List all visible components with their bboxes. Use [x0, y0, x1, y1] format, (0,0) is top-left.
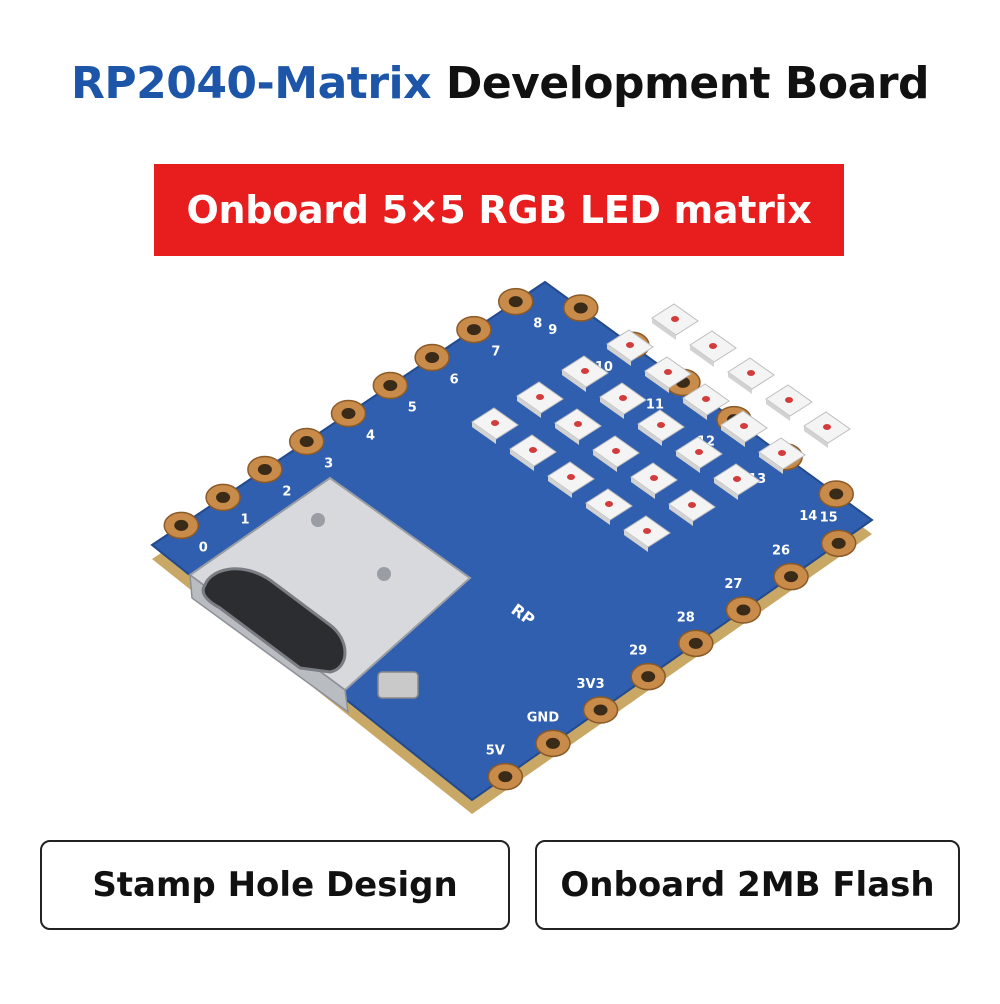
usb-c-mount-hole — [311, 513, 325, 527]
rgb-led — [713, 463, 761, 500]
stamp-hole-pads — [163, 287, 857, 791]
usb-c-solder-tab — [377, 671, 419, 699]
rgb-led — [668, 489, 716, 526]
rgb-led — [630, 462, 678, 499]
stamp-hole-pad — [818, 480, 854, 508]
pin-silkscreen-labels: 012345678910111213145VGND3V32928272615RP — [199, 317, 838, 759]
stamp-hole-pad — [535, 729, 571, 758]
stamp-hole-pad — [487, 762, 524, 791]
rgb-led — [554, 408, 602, 445]
stamp-hole-pad — [372, 371, 409, 400]
stamp-hole-pad — [205, 483, 241, 512]
pin-label: 3 — [324, 456, 333, 471]
pin-label: 26 — [772, 544, 790, 559]
stamp-hole-pad — [247, 455, 283, 484]
rgb-led — [585, 488, 633, 525]
rgb-led — [547, 461, 595, 498]
pin-label: 1 — [241, 512, 250, 527]
rgb-led — [509, 434, 557, 471]
rgb-led — [592, 435, 640, 472]
stamp-hole-pad — [288, 427, 325, 456]
feature-stamp-hole: Stamp Hole Design — [40, 840, 510, 930]
rgb-led — [758, 437, 806, 474]
title-descriptor: Development Board — [445, 58, 930, 109]
feature-banner: Onboard 5×5 RGB LED matrix — [154, 164, 844, 256]
rgb-led — [675, 436, 723, 473]
pin-label: 11 — [646, 397, 664, 412]
rgb-led — [471, 407, 519, 444]
pin-label: GND — [527, 710, 560, 725]
rgb-led — [682, 383, 730, 420]
stamp-hole-pad — [330, 399, 367, 428]
rgb-led — [599, 382, 647, 419]
stamp-hole-pad — [630, 662, 666, 691]
page-title: RP2040-Matrix Development Board — [0, 58, 1000, 109]
pin-label: 14 — [799, 509, 817, 524]
stamp-hole-pad — [563, 294, 599, 322]
rgb-led — [720, 410, 768, 447]
stamp-hole-pad — [163, 511, 200, 540]
usb-c-connector — [188, 476, 472, 714]
rgb-led — [689, 330, 737, 367]
rgb-led — [644, 356, 692, 393]
rgb-led — [765, 384, 813, 421]
rgb-led — [803, 411, 851, 448]
rgb-led — [727, 357, 775, 394]
stamp-hole-pad — [725, 596, 762, 624]
pin-label: 29 — [629, 644, 647, 659]
pin-label: 28 — [677, 610, 695, 625]
rgb-led — [623, 515, 671, 552]
pin-label: 0 — [199, 540, 208, 555]
stamp-hole-pad — [820, 529, 857, 558]
title-product-name: RP2040-Matrix — [70, 58, 432, 109]
pin-label: 6 — [450, 373, 459, 388]
rgb-led — [516, 381, 564, 418]
stamp-hole-pad — [773, 562, 809, 591]
rgb-led — [651, 303, 699, 340]
rgb-led — [637, 409, 685, 446]
feature-flash: Onboard 2MB Flash — [535, 840, 960, 930]
stamp-hole-pad — [414, 343, 450, 372]
rgb-led-matrix — [471, 303, 851, 552]
pin-label: 5 — [408, 401, 417, 416]
stamp-hole-pad — [456, 315, 492, 344]
stamp-hole-pad — [678, 629, 714, 658]
banner-text: Onboard 5×5 RGB LED matrix — [186, 188, 812, 232]
pin-label: 3V3 — [576, 677, 604, 692]
pin-label: 2 — [282, 484, 291, 499]
usb-c-port-opening — [201, 567, 347, 674]
rgb-led — [561, 355, 609, 392]
pin-label: 7 — [491, 345, 500, 360]
pin-label: 9 — [548, 323, 557, 338]
pin-label: 27 — [724, 577, 742, 592]
stamp-hole-pad — [497, 287, 534, 316]
usb-c-mount-hole — [377, 567, 391, 581]
pin-label: 4 — [366, 429, 375, 444]
feature-label: Onboard 2MB Flash — [560, 865, 935, 905]
pin-label: 8 — [533, 317, 542, 332]
rgb-led — [606, 329, 654, 366]
pin-label: 15 — [820, 510, 838, 525]
feature-label: Stamp Hole Design — [92, 865, 458, 905]
stamp-hole-pad — [582, 696, 619, 724]
pin-label: 5V — [486, 744, 505, 759]
